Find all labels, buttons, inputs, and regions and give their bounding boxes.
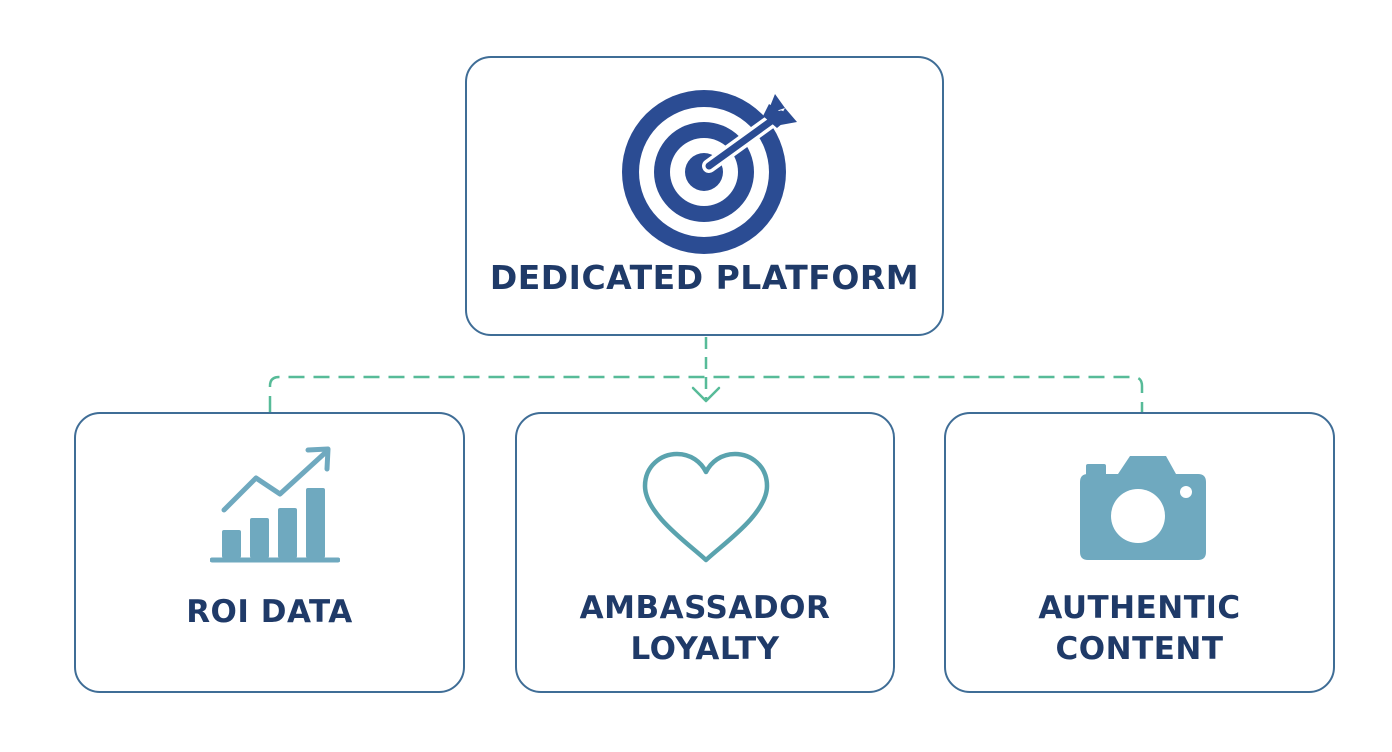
node-label-dedicated-platform: DEDICATED PLATFORM xyxy=(489,258,920,297)
node-authentic-content: AUTHENTIC CONTENT xyxy=(944,412,1335,693)
connector-bus xyxy=(268,375,1144,412)
connector-arrowhead xyxy=(691,386,721,403)
node-ambassador-loyalty: AMBASSADOR LOYALTY xyxy=(515,412,895,693)
node-dedicated-platform: DEDICATED PLATFORM xyxy=(465,56,944,336)
camera-icon xyxy=(1080,456,1206,560)
target-arrow-icon xyxy=(622,90,797,254)
heart-icon xyxy=(642,451,770,563)
node-label-roi-data: ROI DATA xyxy=(186,594,353,630)
node-label-authentic-content: AUTHENTIC CONTENT xyxy=(1038,590,1241,667)
node-roi-data: ROI DATA xyxy=(74,412,465,693)
node-label-ambassador-loyalty: AMBASSADOR LOYALTY xyxy=(579,590,831,667)
bar-chart-growth-icon xyxy=(210,446,340,563)
